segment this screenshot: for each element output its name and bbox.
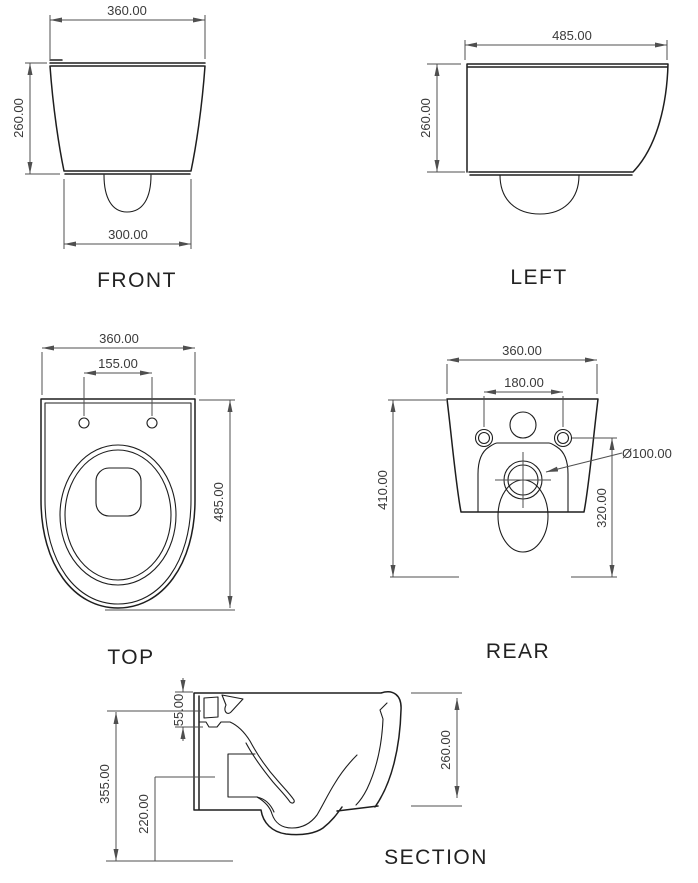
left-dim-height: 260.00 xyxy=(418,98,433,138)
top-dim-width: 360.00 xyxy=(99,331,139,346)
top-seat-hole-left xyxy=(78,417,90,429)
rear-extension-lines xyxy=(388,364,617,578)
section-dim-overall-height: 355.00 xyxy=(97,764,112,804)
section-inlet-spud xyxy=(203,694,244,719)
rear-dim-hole-spacing: 180.00 xyxy=(504,375,544,390)
front-trap-curve xyxy=(103,174,152,213)
top-bowl-rim-inner xyxy=(64,449,172,581)
rear-dim-width: 360.00 xyxy=(502,343,542,358)
rear-outlet-leader-line xyxy=(545,452,623,473)
left-view-label: LEFT xyxy=(510,266,567,289)
front-view-label: FRONT xyxy=(97,269,177,292)
rear-inlet-hole xyxy=(509,411,537,439)
front-view: 360.00 260.00 300.00 FRONT xyxy=(11,3,206,292)
section-rim-channel xyxy=(198,721,295,804)
top-bowl-rim-outer xyxy=(59,444,177,586)
section-body-outline xyxy=(193,691,402,836)
front-dim-bottom-width: 300.00 xyxy=(108,227,148,242)
section-outlet-duct xyxy=(227,753,275,813)
rear-outlet-crosshair xyxy=(495,452,551,508)
left-view: 485.00 260.00 LEFT xyxy=(418,28,669,289)
top-view-label: TOP xyxy=(107,646,154,669)
rear-body-outline xyxy=(446,398,599,513)
section-dim-rim-inlet-offset: 55.00 xyxy=(171,694,186,727)
top-body-outline xyxy=(40,398,196,609)
rear-outlet-housing xyxy=(477,442,569,513)
top-body-inner-edge xyxy=(44,402,192,605)
rear-dim-outlet-diameter: Ø100.00 xyxy=(622,446,672,461)
rear-view: 360.00 180.00 410.00 320.00 Ø100.00 REAR xyxy=(375,343,672,663)
section-rim-inner-edge xyxy=(355,702,388,806)
rear-fixing-hole-right-outer xyxy=(553,428,573,448)
rear-dim-outlet-height: 320.00 xyxy=(594,488,609,528)
section-extension-lines xyxy=(106,691,462,862)
left-dim-depth: 485.00 xyxy=(552,28,592,43)
section-view-label: SECTION xyxy=(384,846,488,869)
top-dim-depth: 485.00 xyxy=(211,482,226,522)
front-dim-height: 260.00 xyxy=(11,98,26,138)
rear-dim-overall-height: 410.00 xyxy=(375,470,390,510)
left-extension-lines xyxy=(427,40,668,173)
front-dim-width: 360.00 xyxy=(107,3,147,18)
top-seat-hole-right xyxy=(146,417,158,429)
left-body-outline xyxy=(466,63,669,176)
top-view: 360.00 155.00 485.00 TOP xyxy=(40,331,235,669)
left-trap-curve xyxy=(499,174,580,215)
top-dim-hole-spacing: 155.00 xyxy=(98,356,138,371)
top-water-spot xyxy=(95,467,142,517)
rear-fixing-hole-left-inner xyxy=(477,431,491,445)
rear-fixing-hole-right-inner xyxy=(556,431,570,445)
rear-fixing-hole-left-outer xyxy=(474,428,494,448)
front-body-outline xyxy=(49,59,206,175)
rear-view-label: REAR xyxy=(486,640,550,663)
top-extension-lines xyxy=(41,352,235,611)
section-dim-outlet-centre-height: 220.00 xyxy=(136,794,151,834)
section-view: 55.00 355.00 220.00 260.00 SECTION xyxy=(97,678,488,869)
section-trap-inner-wall xyxy=(256,754,358,829)
front-extension-lines xyxy=(25,15,206,249)
section-dim-body-height: 260.00 xyxy=(438,730,453,770)
